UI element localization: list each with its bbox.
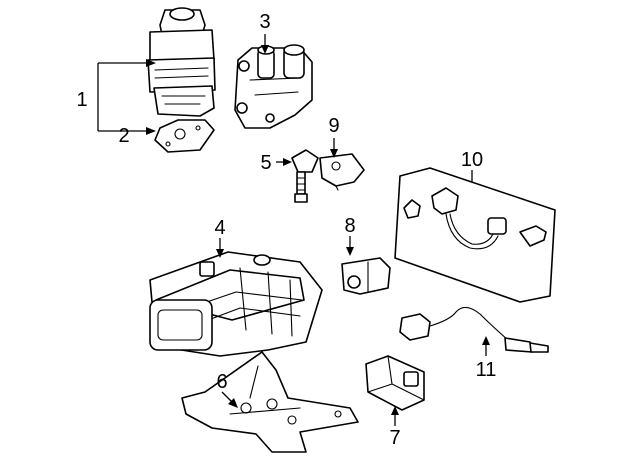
- part-11-o2-sensor: [399, 306, 549, 353]
- callout-3: 3: [259, 11, 270, 33]
- part-4-canister: [149, 251, 323, 357]
- part-5-sensor: [291, 149, 319, 203]
- callout-7: 7: [389, 427, 400, 449]
- callout-4: 4: [214, 217, 225, 239]
- callout-9: 9: [328, 115, 339, 137]
- callout-8: 8: [344, 215, 355, 237]
- part-2-gasket: [154, 119, 215, 153]
- part-6-bracket: [181, 351, 359, 453]
- callout-6: 6: [216, 371, 227, 393]
- part-7-module: [365, 355, 425, 411]
- part-3-valve-body: [234, 44, 313, 129]
- callout-11: 11: [476, 359, 497, 381]
- part-8-purge-valve: [341, 257, 391, 295]
- callout-5: 5: [260, 152, 271, 174]
- callout-2: 2: [118, 125, 129, 147]
- leader-lines: [97, 34, 490, 426]
- part-1-egr-valve: [147, 7, 216, 117]
- part-10-harness-kit: [394, 167, 556, 303]
- callout-10: 10: [461, 149, 483, 171]
- part-9-bracket: [319, 153, 365, 191]
- callout-1: 1: [76, 89, 87, 111]
